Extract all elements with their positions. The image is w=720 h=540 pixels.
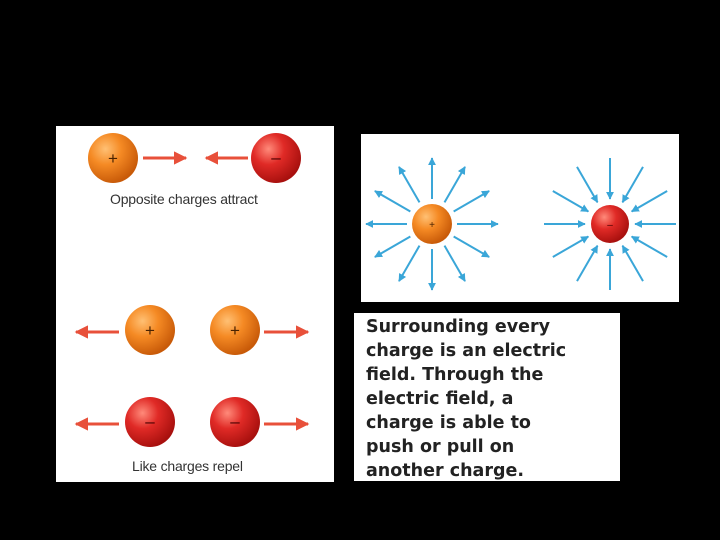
description-line: electric field, a <box>366 389 514 409</box>
charge-interactions-panel: + – + + – – Opposite charges attract Lik… <box>56 126 334 482</box>
negative-charge: – <box>591 205 629 243</box>
outward-field-arrows <box>365 157 499 291</box>
positive-charge: + <box>412 204 452 244</box>
positive-charge: + <box>210 305 260 355</box>
field-arrow <box>453 235 490 258</box>
field-arrow <box>552 190 590 213</box>
charge-interactions-figure: + – + + – – <box>74 133 310 447</box>
charge-sign: – <box>607 220 613 231</box>
description-panel: Surrounding every charge is an electric … <box>354 313 620 481</box>
charge-sign: + <box>230 321 240 340</box>
charge-sign: – <box>230 412 240 431</box>
field-arrow <box>374 190 411 213</box>
repel-caption: Like charges repel <box>132 458 243 474</box>
field-arrow <box>576 166 599 204</box>
field-arrow <box>443 245 466 282</box>
attract-caption: Opposite charges attract <box>110 191 258 207</box>
field-arrow <box>576 244 599 282</box>
negative-charge: – <box>125 397 175 447</box>
inward-field-arrows <box>544 158 676 290</box>
description-line: charge is able to <box>366 413 531 433</box>
description-line: Surrounding every <box>366 317 551 337</box>
field-arrow <box>630 190 668 213</box>
field-arrow <box>621 166 644 204</box>
negative-charge: – <box>251 133 301 183</box>
description-line: push or pull on <box>366 437 515 457</box>
description-line: field. Through the <box>366 365 544 385</box>
charge-sign: – <box>145 412 155 431</box>
electric-field-panel: + – <box>361 134 679 302</box>
description-text: Surrounding every charge is an electric … <box>366 315 566 483</box>
charge-sign: + <box>108 149 118 168</box>
field-arrow <box>630 235 668 258</box>
electric-field-figure: + – <box>365 157 676 291</box>
field-arrow <box>374 235 411 258</box>
description-line: another charge. <box>366 461 525 481</box>
positive-charge: + <box>125 305 175 355</box>
field-arrow <box>443 166 466 203</box>
description-line: charge is an electric <box>366 341 567 361</box>
charge-sign: + <box>429 220 435 231</box>
positive-charge: + <box>88 133 138 183</box>
field-arrow <box>552 235 590 258</box>
negative-charge: – <box>210 397 260 447</box>
charge-sign: + <box>145 321 155 340</box>
field-arrow <box>621 244 644 282</box>
field-arrow <box>453 190 490 213</box>
field-arrow <box>398 166 421 203</box>
field-arrow <box>398 245 421 282</box>
charge-sign: – <box>271 148 281 167</box>
